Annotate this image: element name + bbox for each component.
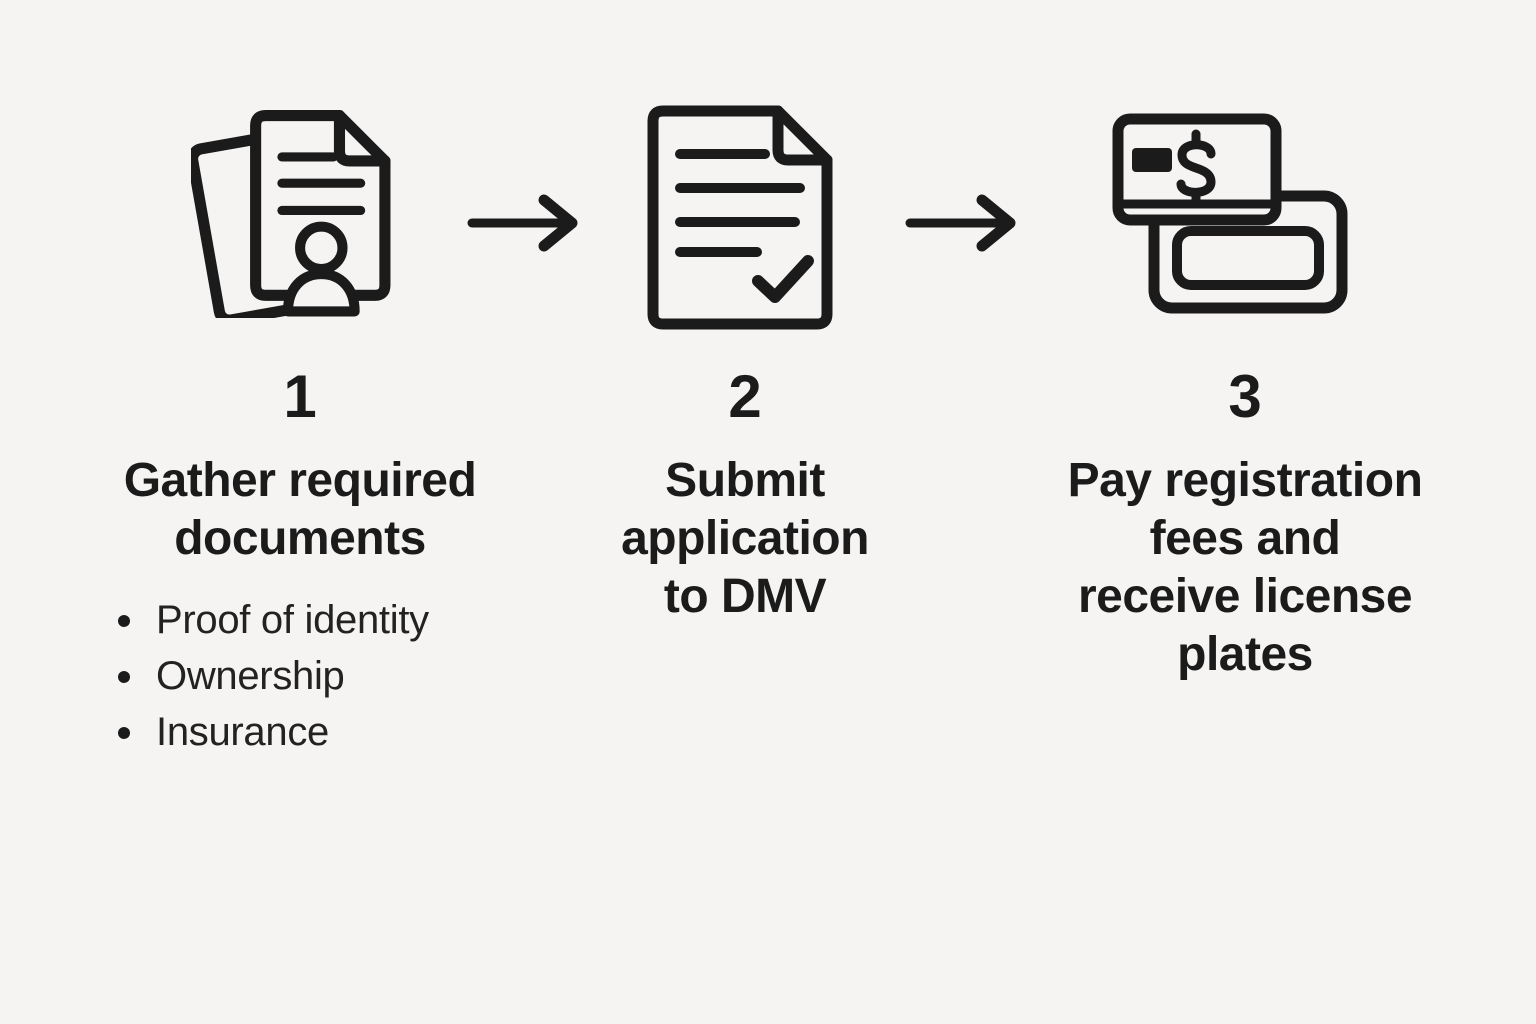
step-title-line: receive license (1077, 570, 1413, 623)
list-item: Proof of identity (116, 592, 429, 648)
document-checkmark-icon (645, 104, 835, 332)
step-title-line: application (621, 512, 869, 565)
step-3-text-block: 3 Pay registration fees and receive lice… (1028, 366, 1462, 684)
step-2-text-block: 2 Submit application to DMV (565, 366, 925, 626)
step-title: Gather required documents (78, 452, 522, 568)
step-title-line: to DMV (663, 570, 827, 623)
step-title-line: Submit (665, 454, 825, 507)
required-documents-list: Proof of identity Ownership Insurance (116, 592, 429, 760)
step-title: Pay registration fees and receive licens… (1028, 452, 1462, 684)
stacked-documents-person-icon (191, 108, 393, 318)
list-item: Ownership (116, 648, 429, 704)
credit-card-license-plate-icon (1112, 112, 1348, 314)
step-title-line: fees and (1149, 512, 1341, 565)
step-title-line: documents (174, 512, 426, 565)
step-title-line: Pay registration (1067, 454, 1423, 507)
step-title: Submit application to DMV (565, 452, 925, 626)
step-number: 1 (283, 363, 317, 430)
step-title-line: plates (1177, 628, 1313, 681)
list-item: Insurance (116, 704, 429, 760)
arrow-right-icon (905, 194, 1019, 252)
step-number: 3 (1228, 363, 1262, 430)
step-number: 2 (728, 363, 762, 430)
step-1-text-block: 1 Gather required documents (78, 366, 522, 568)
arrow-right-icon (467, 194, 581, 252)
step-title-line: Gather required (123, 454, 477, 507)
